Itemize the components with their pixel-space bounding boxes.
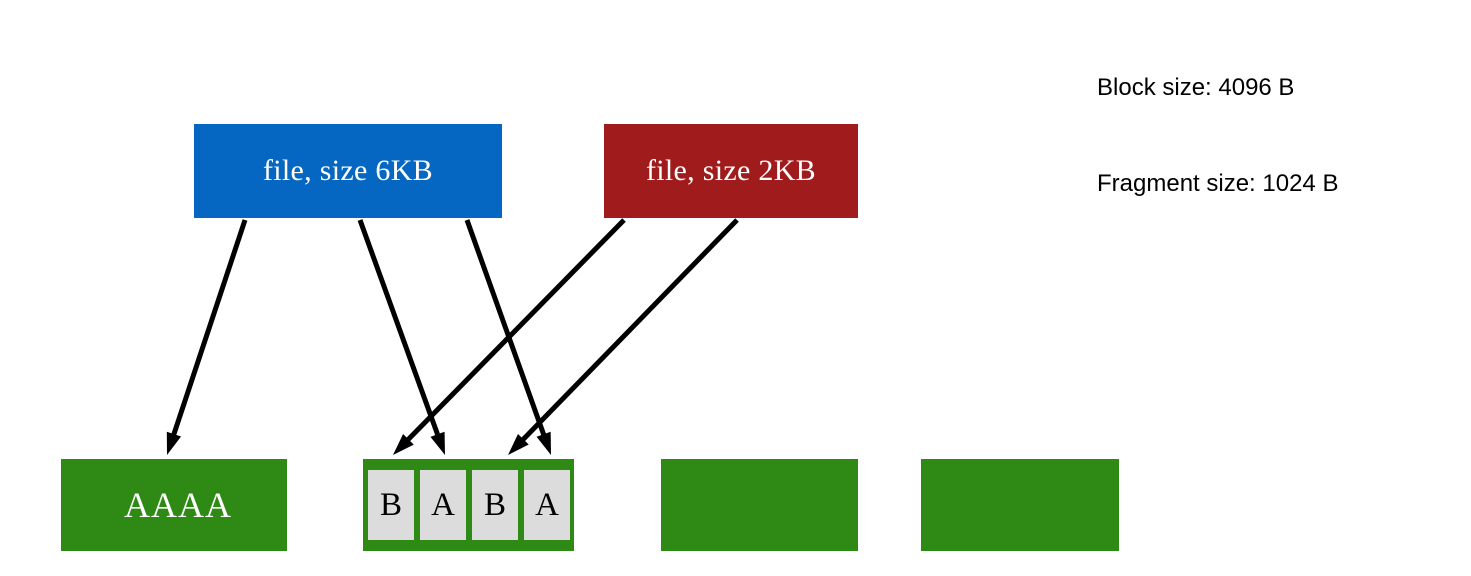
file-node-6kb: file, size 6KB [194,124,502,218]
fragment-2: B [472,470,518,540]
arrow-file-a-to-block-2-frag-3 [464,219,551,455]
disk-block-1-label: AAAA [124,485,232,525]
fragment-3-label: A [535,486,559,523]
disk-block-3-label [661,459,858,551]
fragment-group: B A B A [363,459,574,551]
fragment-0: B [368,470,414,540]
disk-block-1: AAAA [61,459,287,551]
fragment-0-label: B [379,486,402,523]
arrow-file-a-to-block-1 [166,219,248,455]
file-node-2kb: file, size 2KB [604,124,858,218]
disk-block-4 [921,459,1119,551]
arrow-file-b-to-block-2-frag-2 [508,218,739,455]
arrow-file-b-to-block-2-frag-0 [393,218,626,455]
fragment-2-label: B [483,486,506,523]
legend-fragment-size: Fragment size: 1024 B [1097,170,1339,197]
file-node-6kb-label: file, size 6KB [263,154,433,187]
arrow-file-a-to-block-2-frag-1 [357,219,445,455]
disk-block-4-label [921,459,1119,551]
file-node-2kb-label: file, size 2KB [646,154,816,187]
disk-block-3 [661,459,858,551]
legend: Block size: 4096 B Fragment size: 1024 B [1097,8,1338,264]
legend-block-size: Block size: 4096 B [1097,74,1295,101]
fragment-1-label: A [431,486,455,523]
fragment-3: A [524,470,570,540]
fragment-1: A [420,470,466,540]
disk-block-2-fragmented: B A B A [363,459,574,551]
